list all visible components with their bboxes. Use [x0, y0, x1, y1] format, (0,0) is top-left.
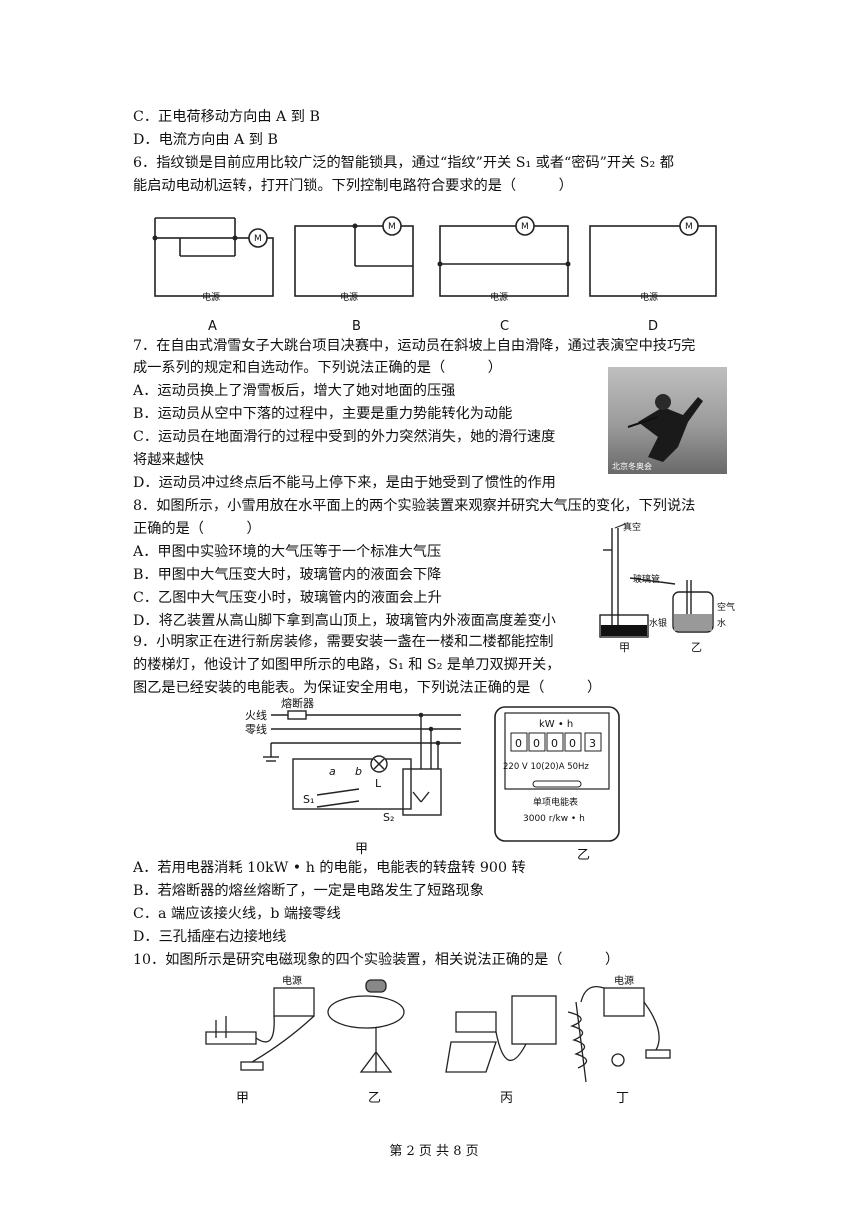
q9-option-b: B．若熔断器的熔丝熔断了，一定是电路发生了短路现象 [133, 883, 484, 899]
switch-s2-label: S₂ [383, 811, 394, 824]
q8-option-c: C．乙图中大气压变小时，玻璃管内的液面会上升 [133, 590, 442, 606]
meter-revolutions: 3000 r/kw • h [523, 814, 585, 824]
q9-label-yi: 乙 [577, 848, 590, 863]
meter-digit-5: 3 [589, 737, 596, 750]
motor-label-a: M [254, 234, 262, 244]
neutral-wire-label: 零线 [245, 722, 267, 736]
option-d-q5: D．电流方向由 A 到 B [133, 132, 278, 148]
q8-option-a: A．甲图中实验环境的大气压等于一个标准大气压 [133, 544, 442, 560]
question-9-line1: 9．小明家正在进行新房装修，需要安装一盏在一楼和二楼都能控制 [133, 634, 554, 650]
air-label: 空气 [717, 601, 735, 613]
photo-watermark: 北京冬奥会 [612, 461, 652, 471]
q8-option-d: D．将乙装置从高山脚下拿到高山顶上，玻璃管内外液面高度差变小 [133, 613, 556, 629]
q8-label-jia: 甲 [619, 641, 630, 654]
q10-label-yi: 乙 [368, 1091, 381, 1106]
q9-option-d: D．三孔插座右边接地线 [133, 929, 287, 945]
skier-photo: 北京冬奥会 [608, 367, 727, 474]
q6-circuit-diagrams: M M M M 电源 电源 电源 电源 A B C D [152, 216, 717, 334]
question-6-line2: 能启动电动机运转，打开门锁。下列控制电路符合要求的是（ ） [133, 178, 573, 194]
glass-tube-label: 玻璃管 [633, 573, 660, 585]
q7-option-b: B．运动员从空中下落的过程中，主要是重力势能转化为动能 [133, 406, 513, 422]
q7-option-d: D．运动员冲过终点后不能马上停下来，是由于她受到了惯性的作用 [133, 475, 556, 491]
vacuum-label: 真空 [623, 521, 641, 533]
lamp-label: L [375, 777, 382, 790]
meter-name: 单项电能表 [533, 796, 578, 808]
meter-digit-4: 0 [569, 737, 576, 750]
motor-label-c: M [521, 222, 529, 232]
power-label-b: 电源 [340, 291, 358, 303]
q10-label-jia: 甲 [236, 1091, 249, 1106]
q10-power-jia: 电源 [282, 974, 302, 987]
live-wire-label: 火线 [245, 708, 267, 722]
question-7-line1: 7．在自由式滑雪女子大跳台项目决赛中，运动员在斜坡上自由滑降，通过表演空中技巧完 [133, 338, 696, 354]
terminal-b-label: b [355, 765, 362, 778]
power-label-d: 电源 [640, 291, 658, 303]
question-8-line2: 正确的是（ ） [133, 521, 261, 537]
q7-option-c-line1: C．运动员在地面滑行的过程中受到的外力突然消失，她的滑行速度 [133, 429, 556, 445]
meter-unit: kW • h [539, 719, 573, 730]
q9-energy-meter-yi: kW • h 0 0 0 0 3 220 V 10(20)A 50Hz 单项电能… [494, 706, 620, 863]
option-c-q5: C．正电荷移动方向由 A 到 B [133, 109, 320, 125]
meter-rating: 220 V 10(20)A 50Hz [503, 762, 589, 772]
motor-label-b: M [388, 222, 396, 232]
q10-label-ding: 丁 [616, 1091, 629, 1106]
switch-s1-label: S₁ [303, 793, 314, 806]
meter-digit-2: 0 [533, 737, 540, 750]
q10-electromagnetism-apparatus: 电源 电源 甲 乙 丙 丁 [205, 974, 671, 1106]
q10-label-bing: 丙 [500, 1091, 513, 1106]
question-8-line1: 8．如图所示，小雪用放在水平面上的两个实验装置来观察并研究大气压的变化，下列说法 [133, 498, 696, 514]
q8-label-yi: 乙 [691, 641, 702, 654]
q6-option-c-label: C [500, 319, 509, 334]
q6-option-d-label: D [648, 319, 658, 334]
question-10: 10．如图所示是研究电磁现象的四个实验装置，相关说法正确的是（ ） [133, 952, 620, 968]
mercury-label: 水银 [649, 617, 667, 629]
meter-digit-3: 0 [551, 737, 558, 750]
q7-option-a: A．运动员换上了滑雪板后，增大了她对地面的压强 [133, 383, 456, 399]
question-9-line3: 图乙是已经安装的电能表。为保证安全用电，下列说法正确的是（ ） [133, 680, 602, 696]
question-6-line1: 6．指纹锁是目前应用比较广泛的智能锁具，通过“指纹”开关 S₁ 或者“密码”开关… [133, 155, 674, 171]
q8-option-b: B．甲图中大气压变大时，玻璃管内的液面会下降 [133, 567, 442, 583]
q7-option-c-line2: 将越来越快 [133, 452, 204, 468]
q9-label-jia: 甲 [355, 842, 368, 857]
motor-label-d: M [685, 222, 693, 232]
q6-option-a-label: A [208, 319, 217, 334]
power-label-a: 电源 [202, 291, 220, 303]
q9-option-c: C．a 端应该接火线，b 端接零线 [133, 906, 341, 922]
question-7-line2: 成一系列的规定和自选动作。下列说法正确的是（ ） [133, 360, 502, 376]
q6-option-b-label: B [352, 319, 361, 334]
water-label: 水 [717, 617, 726, 629]
fuse-label: 熔断器 [281, 697, 314, 710]
q10-power-ding: 电源 [614, 974, 634, 987]
q9-option-a: A．若用电器消耗 10kW • h 的电能，电能表的转盘转 900 转 [133, 860, 526, 876]
page-footer: 第 2 页 共 8 页 [389, 1144, 479, 1159]
q9-circuit-jia: 熔断器 火线 零线 a b L S₁ S₂ 甲 [245, 697, 461, 857]
meter-digit-1: 0 [515, 737, 522, 750]
q8-pressure-apparatus: 真空 玻璃管 水银 空气 水 甲 乙 [599, 521, 735, 654]
terminal-a-label: a [329, 765, 336, 778]
power-label-c: 电源 [490, 291, 508, 303]
question-9-line2: 的楼梯灯，他设计了如图甲所示的电路，S₁ 和 S₂ 是单刀双掷开关， [133, 657, 561, 673]
